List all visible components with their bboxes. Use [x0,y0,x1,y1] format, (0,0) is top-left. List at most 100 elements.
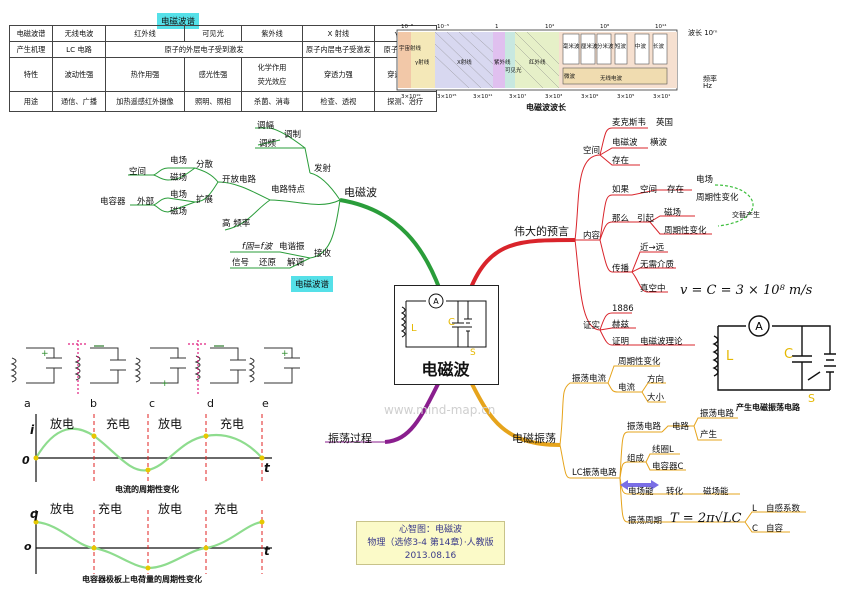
current-zero: 0 [22,454,30,467]
band-label: 微波 [564,72,576,80]
band-label: 宇宙射线 [399,44,422,52]
frequency-tick: 3×10³ [545,93,562,100]
node-osc-circuit-2: 振荡电路 [700,409,735,419]
node-transverse: 横波 [650,138,668,148]
node-cap: 电容器C [652,462,684,472]
center-node [394,285,499,385]
svg-text:C: C [784,347,793,362]
node-space-r: 空间 [583,146,601,156]
spectrum-chart: 宇宙射线 γ射线 X射线 紫外线 可见光 红外线 微波 毫米波 厘米波 分米波 … [396,23,678,100]
phase-label: 充电 [220,417,245,431]
node-near-far: 近→远 [640,243,665,253]
node-current: 电流 [618,383,636,393]
node-alternating: 交替产生 [732,211,760,219]
node-osc-circuit: 振荡电路 [627,422,662,432]
node-circuit: 电路 [672,422,690,432]
charge-origin: o [24,540,32,553]
node-resonance-formula: f固=f波 [242,242,273,252]
phase-label: 放电 [158,417,183,431]
phase-label: 充电 [98,502,123,516]
charge-t-label: t [264,544,270,558]
band-label: 红外线 [529,58,546,66]
svg-text:+: + [161,379,169,389]
stage-label-d: d [207,397,214,410]
band-label: 毫米波 [563,42,580,50]
node-periodic-r2: 周期性变化 [664,226,707,236]
footer-line-1: 心智图：电磁波 [398,525,462,535]
charge-axis-label: q [30,507,39,521]
node-mag-energy: 磁场能 [703,487,729,497]
band-label: 紫外线 [494,58,511,66]
table-cell: 照明、照相 [184,91,242,112]
node-year: 1886 [612,304,634,314]
node-em-wave: 电磁波 [344,186,377,199]
lc-stage-diagrams: + + + [10,340,300,396]
oscillation-circuit-diagram: A L C S [712,315,836,404]
node-demodulate: 解调 [287,258,305,268]
current-caption: 电流的周期性变化 [115,485,179,494]
wavelength-tick: 10⁴ [545,23,555,30]
stage-label-e: e [262,397,269,410]
node-L: L [752,504,757,514]
node-osc-current: 振荡电流 [572,374,607,384]
svg-text:L: L [411,323,417,334]
node-lc-circuit: LC振荡电路 [572,468,617,478]
frequency-tick: 3×10¹¹ [473,93,493,100]
phase-label: 充电 [106,417,131,431]
wavelength-label: 波长 10ᵐ [688,29,718,37]
table-cell: 感光性强 [184,57,242,92]
node-proof: 证实 [583,321,601,331]
node-magnetic-field-1: 磁场 [170,173,188,183]
node-confirm: 证明 [612,337,630,347]
svg-text:+: + [281,349,289,359]
svg-text:L: L [726,349,734,364]
node-england: 英国 [656,118,674,128]
footer-line-3: 2013.08.16 [404,551,457,561]
node-exist-2: 存在 [667,185,685,195]
svg-text:+: + [41,349,49,359]
node-field-energy: 电场能 [628,487,654,497]
footer-line-2: 物理（选修3-4 第14章）·人教版 [367,538,494,548]
node-am: 调幅 [257,121,275,131]
band-label: X射线 [457,58,472,66]
table-cell: 穿透力强 [302,57,375,92]
node-periodic-o: 周期性变化 [618,357,661,367]
node-exist: 存在 [612,156,630,166]
node-cause: 引起 [637,214,655,224]
frequency-tick: 3×10¹ [653,93,670,100]
band-label: 中波 [635,42,647,50]
period-formula: T = 2π√LC [670,511,742,526]
node-receive: 接收 [314,249,332,259]
frequency-tick: 3×10⁵ [617,93,634,100]
node-C: C [752,524,758,534]
node-magnetic-field-2: 磁场 [170,207,188,217]
current-waveform [33,414,272,482]
node-convert: 转化 [666,487,684,497]
wavelength-tick: 10⁻⁸ [401,23,414,30]
center-title: 电磁波 [421,360,470,379]
node-scatter: 分散 [196,160,214,170]
speed-formula: v = C = 3 × 10⁸ m/s [680,283,813,298]
node-maxwell: 麦克斯韦 [612,118,647,128]
current-t-label: t [264,461,270,475]
stage-label-a: a [24,397,31,410]
table-cell: 特性 [9,57,53,92]
node-direction: 方向 [647,375,665,385]
wavelength-tick: 10⁻⁵ [437,23,449,30]
charge-caption: 电容器极板上电荷量的周期性变化 [82,575,202,584]
node-prediction: 伟大的预言 [514,225,569,238]
node-open-circuit: 开放电路 [222,175,257,185]
band-label: 分米波 [597,42,614,50]
node-theory: 电磁波理论 [640,337,683,347]
node-capacitor: 电容器 [100,197,126,207]
frequency-tick: 3×10¹⁹ [401,93,421,100]
wavelength-tick: 10¹⁴ [655,23,667,30]
node-resonance: 电谐振 [279,242,305,252]
node-magnitude: 大小 [647,393,665,403]
charge-waveform [33,510,272,574]
band-label: γ射线 [415,58,430,66]
band-label: 短波 [615,42,627,50]
node-outside: 外部 [137,197,155,207]
svg-text:S: S [470,348,476,355]
